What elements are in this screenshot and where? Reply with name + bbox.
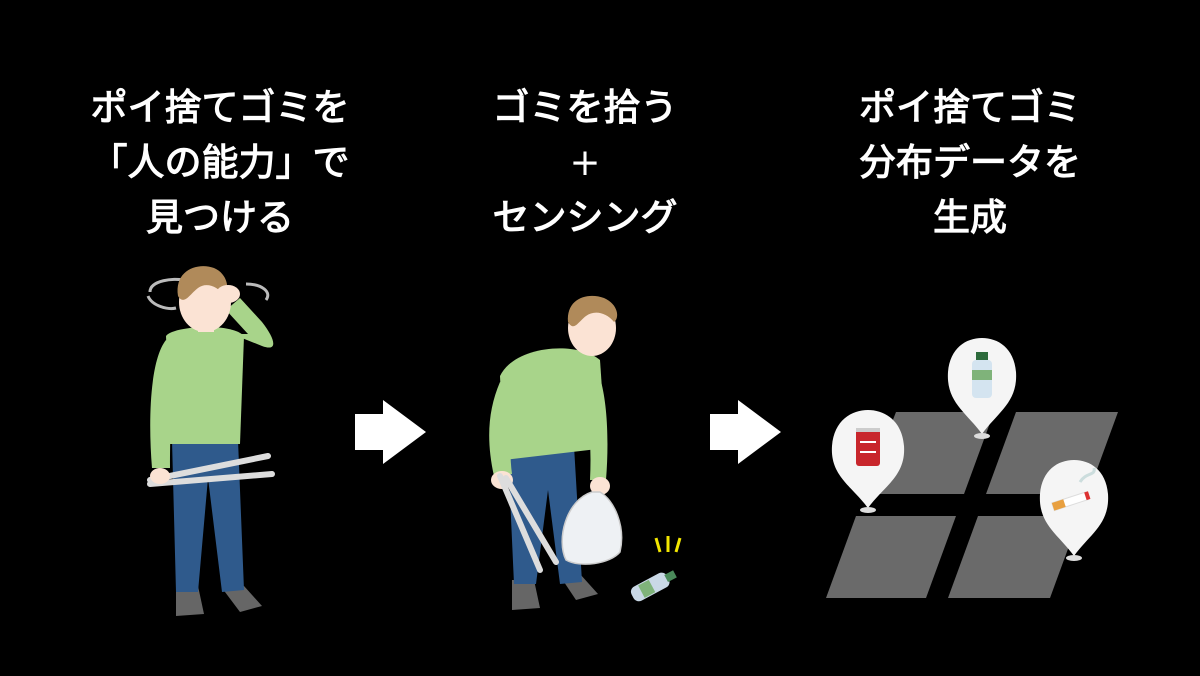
step1-caption: ポイ捨てゴミを 「人の能力」で 見つける <box>40 80 400 245</box>
step2-line1: ゴミを拾う <box>492 86 678 129</box>
bottle-pin-icon <box>947 338 1017 439</box>
step1-line1: ポイ捨てゴミを <box>90 86 350 129</box>
step2-caption: ゴミを拾う + センシング <box>405 80 765 245</box>
picking-person-icon <box>489 295 682 610</box>
step3-line3: 生成 <box>933 196 1007 239</box>
trash-map-icon <box>826 338 1118 598</box>
arrow-right-icon <box>355 400 426 464</box>
searching-person-icon <box>146 266 275 616</box>
step3-caption: ポイ捨てゴミ 分布データを 生成 <box>790 80 1150 245</box>
step3-line2: 分布データを <box>859 141 1081 184</box>
step2-line2: + <box>569 141 601 184</box>
step2-line3: センシング <box>492 196 678 239</box>
step1-line3: 見つける <box>146 196 294 239</box>
step1-line2: 「人の能力」で <box>90 141 350 184</box>
cigarette-pin-icon <box>1039 460 1109 561</box>
can-pin-icon <box>831 410 905 513</box>
arrow-right-icon <box>710 400 781 464</box>
step3-line1: ポイ捨てゴミ <box>859 86 1081 129</box>
